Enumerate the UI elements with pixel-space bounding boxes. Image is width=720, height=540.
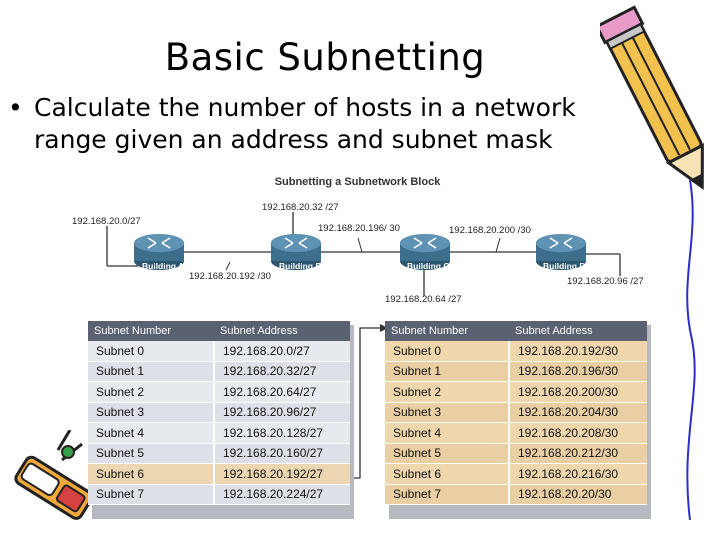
subnet-address-cell: 192.168.20.20/30 [509,484,647,505]
subnet-number-cell: Subnet 1 [385,361,510,382]
subnet-address-cell: 192.168.20.192/30 [509,341,647,362]
ip-label-bc-link: 192.168.20.196/ 30 [318,223,400,234]
router-icon [400,234,450,270]
subnet-address-cell: 192.168.20.200/30 [509,381,647,403]
router-label-a: Building A [142,261,185,271]
subnet-address-cell: 192.168.20.32/27 [214,361,350,382]
pencil-clipart-icon [600,5,704,191]
subnet-number-cell: Subnet 4 [88,422,215,444]
subnet-number-cell: Subnet 2 [88,381,215,403]
subnet-address-cell: 192.168.20.216/30 [509,463,647,485]
subnet-address-cell: 192.168.20.224/27 [214,484,350,505]
subnet-address-cell: 192.168.20.64/27 [214,381,350,403]
subnet-number-cell: Subnet 1 [88,361,215,382]
router-label-d: Building D [543,261,586,271]
column-header: Subnet Number [88,321,214,341]
table-header-row: Subnet Number Subnet Address [88,321,350,341]
router-label-c: Building C [407,261,450,271]
subnet-address-cell: 192.168.20.160/27 [214,443,350,464]
pencil-eraser-clipart-icon [14,430,90,520]
ip-label-c-lan: 192.168.20.64 /27 [385,294,462,305]
bullet-symbol: • [8,93,23,122]
router-icon [271,234,321,270]
subnet-number-cell: Subnet 3 [88,402,215,423]
column-header: Subnet Address [509,321,647,341]
subnet-address-cell: 192.168.20.196/30 [509,361,647,382]
column-header: Subnet Address [214,321,350,341]
subnet-number-cell: Subnet 5 [88,443,215,464]
table-header-row: Subnet Number Subnet Address [385,321,647,341]
subnet-address-cell: 192.168.20.204/30 [509,402,647,423]
router-label-b: Building B [279,261,322,271]
squiggle-line-icon [686,180,696,520]
subnet-address-cell: 192.168.20.128/27 [214,422,350,444]
ip-label-cd-link: 192.168.20.200 /30 [449,225,531,236]
diagram-title: Subnetting a Subnetwork Block [274,176,441,188]
subnet-address-cell: 192.168.20.0/27 [214,341,350,362]
subnet-number-cell: Subnet 4 [385,422,510,444]
subnet-number-cell: Subnet 3 [385,402,510,423]
subnet-number-cell: Subnet 0 [385,341,510,362]
ip-label-d-lan: 192.168.20.96 /27 [567,276,644,287]
subnet-address-cell: 192.168.20.96/27 [214,402,350,423]
subnet-number-cell: Subnet 7 [385,484,510,505]
subnet-address-cell: 192.168.20.208/30 [509,422,647,444]
subnet-number-cell: Subnet 2 [385,381,510,403]
ip-label-ab-link: 192.168.20.192 /30 [189,271,271,282]
column-header: Subnet Number [385,321,509,341]
ip-label-b-lan: 192.168.20.32 /27 [262,202,339,213]
subnet-number-cell: Subnet 0 [88,341,215,362]
subnet-address-cell: 192.168.20.192/27 [214,463,350,485]
subnet-number-cell: Subnet 6 [385,463,510,485]
subnet-number-cell: Subnet 5 [385,443,510,464]
router-icon [134,234,184,270]
subnet-number-cell: Subnet 7 [88,484,215,505]
ip-label-a-lan: 192.168.20.0/27 [72,216,141,227]
subnet-number-cell: Subnet 6 [88,463,215,485]
slide-title: Basic Subnetting [164,36,486,79]
router-icon [536,234,586,270]
subnet-address-cell: 192.168.20.212/30 [509,443,647,464]
bullet-text: Calculate the number of hosts in a netwo… [34,93,576,154]
